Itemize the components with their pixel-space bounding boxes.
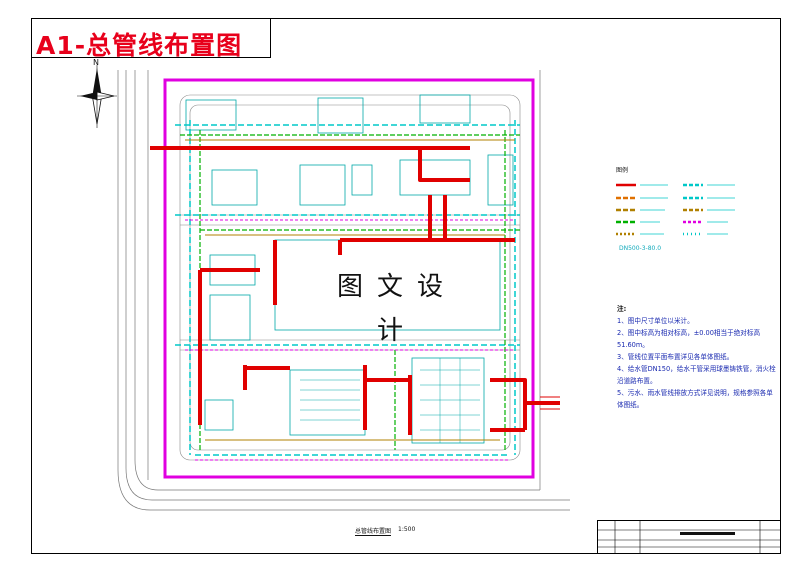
water-pipes: [175, 120, 520, 456]
plan-caption-text: 总管线布置图: [355, 528, 392, 536]
road-lines: [117, 70, 570, 511]
title-block: [597, 520, 781, 554]
drawing-title: A1-总管线布置图: [36, 31, 243, 60]
legend-text-lines: [640, 184, 735, 235]
title-block-lines: [597, 520, 781, 554]
brown-pipes: [185, 139, 515, 441]
note-item: 5、污水、雨水管线排放方式详见说明，规格参照各单体图纸。: [617, 389, 773, 409]
plan-scale: 1:500: [398, 526, 416, 533]
north-arrow-icon: [77, 65, 117, 128]
note-item: 1、图中尺寸单位以米计。: [617, 317, 694, 325]
north-letter: N: [93, 58, 99, 67]
outlet-fan: [540, 396, 560, 410]
tank-grid: [300, 358, 480, 443]
drawing-frame: [31, 18, 781, 554]
title-block-fill: [680, 532, 735, 535]
site-boundary: [163, 78, 535, 479]
dn-spec-label: DN500-3-80.0: [619, 245, 662, 252]
watermark-text: 图文设计: [318, 265, 476, 346]
main-pipes: [150, 146, 560, 435]
title-box: [31, 18, 271, 58]
plan-caption: 总管线布置图: [355, 526, 392, 536]
legend-heading: 图例: [616, 167, 629, 174]
note-item: 4、给水管DN150，给水干管采用球墨铸铁管，消火栓沿道路布置。: [617, 365, 776, 385]
note-item: 2、图中标高为相对标高，±0.00相当于绝对标高51.60m。: [617, 329, 761, 349]
notes-heading: 注:: [617, 305, 627, 313]
notes-block: 注: 1、图中尺寸单位以米计。 2、图中标高为相对标高，±0.00相当于绝对标高…: [617, 303, 777, 411]
magenta-pipes: [185, 219, 515, 461]
legend-swatches: [616, 183, 703, 236]
note-item: 3、管线位置平面布置详见各单体图纸。: [617, 353, 734, 361]
